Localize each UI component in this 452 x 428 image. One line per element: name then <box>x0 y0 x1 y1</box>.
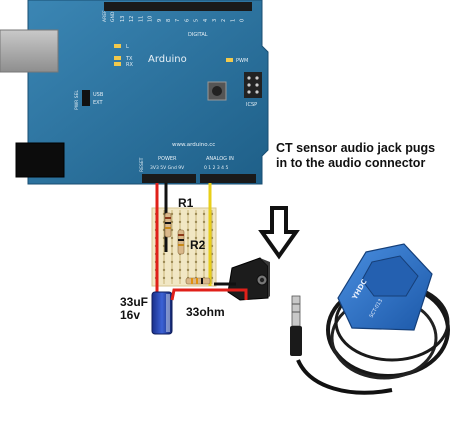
analog-label: ANALOG IN <box>206 156 234 162</box>
digital-pin-label: 2 <box>221 19 227 22</box>
strip-hole <box>194 252 198 256</box>
r1-label: R1 <box>178 196 194 210</box>
strip-hole <box>202 236 206 240</box>
rx-label: RX <box>126 62 133 68</box>
strip-hole <box>202 212 206 216</box>
strip-hole <box>186 260 190 264</box>
gnd-label: GND <box>110 11 116 22</box>
strip-hole <box>202 260 206 264</box>
strip-hole <box>202 252 206 256</box>
arduino-board: Arduino www.arduino.cc AREF GND DIGITAL … <box>0 0 269 185</box>
strip-hole <box>170 228 174 232</box>
digital-pin-label: 9 <box>157 19 163 22</box>
strip-hole <box>178 212 182 216</box>
analog-pins-label: 0 1 2 3 4 5 <box>204 165 228 171</box>
strip-hole <box>194 260 198 264</box>
strip-hole <box>186 268 190 272</box>
digital-pin-label: 13 <box>120 16 126 22</box>
pwr-sel-label: PWR SEL <box>74 90 80 110</box>
resistor-33ohm <box>185 277 211 285</box>
digital-pin-label: 12 <box>129 16 135 22</box>
digital-pin-label: 1 <box>230 19 236 22</box>
strip-hole <box>194 236 198 240</box>
r2-label: R2 <box>190 238 206 252</box>
digital-pin-label: 3 <box>212 19 218 22</box>
tx-label: TX <box>125 56 133 62</box>
strip-hole <box>186 244 190 248</box>
usb-connector <box>0 29 59 73</box>
strip-hole <box>162 252 166 256</box>
down-arrow-icon <box>258 206 300 260</box>
pwm-label: PWM <box>236 58 248 64</box>
strip-hole <box>178 268 182 272</box>
strip-hole <box>186 220 190 224</box>
digital-pin-label: 5 <box>194 19 200 22</box>
power-jack <box>15 142 65 178</box>
strip-hole <box>186 236 190 240</box>
digital-pin-label: 0 <box>240 19 246 22</box>
strip-hole <box>170 252 174 256</box>
strip-hole <box>202 220 206 224</box>
led-l-label: L <box>126 44 129 50</box>
resistor-r1 <box>164 212 172 238</box>
capacitor-33uf <box>151 291 173 335</box>
ct-sensor-caption: CT sensor audio jack pugs in to the audi… <box>276 141 436 170</box>
strip-hole <box>170 260 174 264</box>
strip-hole <box>170 244 174 248</box>
strip-hole <box>194 228 198 232</box>
audio-jack-connector <box>227 257 270 301</box>
digital-pin-label: 4 <box>203 19 209 22</box>
strip-hole <box>162 268 166 272</box>
usb-label: USB <box>93 92 104 98</box>
reset-label: RESET <box>139 157 145 172</box>
board-brand: Arduino <box>148 54 187 65</box>
strip-hole <box>194 244 198 248</box>
strip-hole <box>162 276 166 280</box>
ext-label: EXT <box>93 100 103 106</box>
strip-hole <box>170 220 174 224</box>
strip-hole <box>162 260 166 264</box>
aref-label: AREF <box>102 10 108 22</box>
ct-sensor: YHDC SCT-013 <box>290 243 450 395</box>
analog-header <box>200 174 256 183</box>
digital-header <box>104 2 252 11</box>
strip-hole <box>186 212 190 216</box>
strip-hole <box>194 220 198 224</box>
power-header <box>142 174 196 183</box>
digital-pin-label: 7 <box>175 19 181 22</box>
digital-pin-label: 8 <box>166 19 172 22</box>
strip-hole <box>170 276 174 280</box>
strip-hole <box>178 220 182 224</box>
strip-hole <box>186 228 190 232</box>
icsp-label: ICSP <box>246 102 257 108</box>
strip-hole <box>202 228 206 232</box>
digital-pin-label: 10 <box>148 16 154 22</box>
digital-pin-label: 6 <box>184 19 190 22</box>
wire-red-jack <box>170 288 248 301</box>
strip-hole <box>170 268 174 272</box>
strip-hole <box>170 236 174 240</box>
power-label: POWER <box>158 156 177 162</box>
strip-hole <box>202 268 206 272</box>
resistor-label: 33ohm <box>186 305 225 319</box>
strip-hole <box>194 268 198 272</box>
strip-hole <box>186 252 190 256</box>
power-pins-label: 3V3 5V Gnd 9V <box>150 165 185 171</box>
strip-hole <box>178 276 182 280</box>
strip-hole <box>178 260 182 264</box>
capacitor-label: 33uF 16v <box>120 295 149 322</box>
digital-pin-label: 11 <box>138 16 144 22</box>
pwr-sel-jumper <box>82 90 90 106</box>
digital-label: DIGITAL <box>188 32 208 38</box>
audio-plug <box>291 295 301 327</box>
board-url: www.arduino.cc <box>172 142 215 148</box>
strip-hole <box>170 212 174 216</box>
icsp-header <box>244 72 262 98</box>
strip-hole <box>194 212 198 216</box>
strip-hole <box>202 244 206 248</box>
resistor-r2 <box>177 229 185 255</box>
